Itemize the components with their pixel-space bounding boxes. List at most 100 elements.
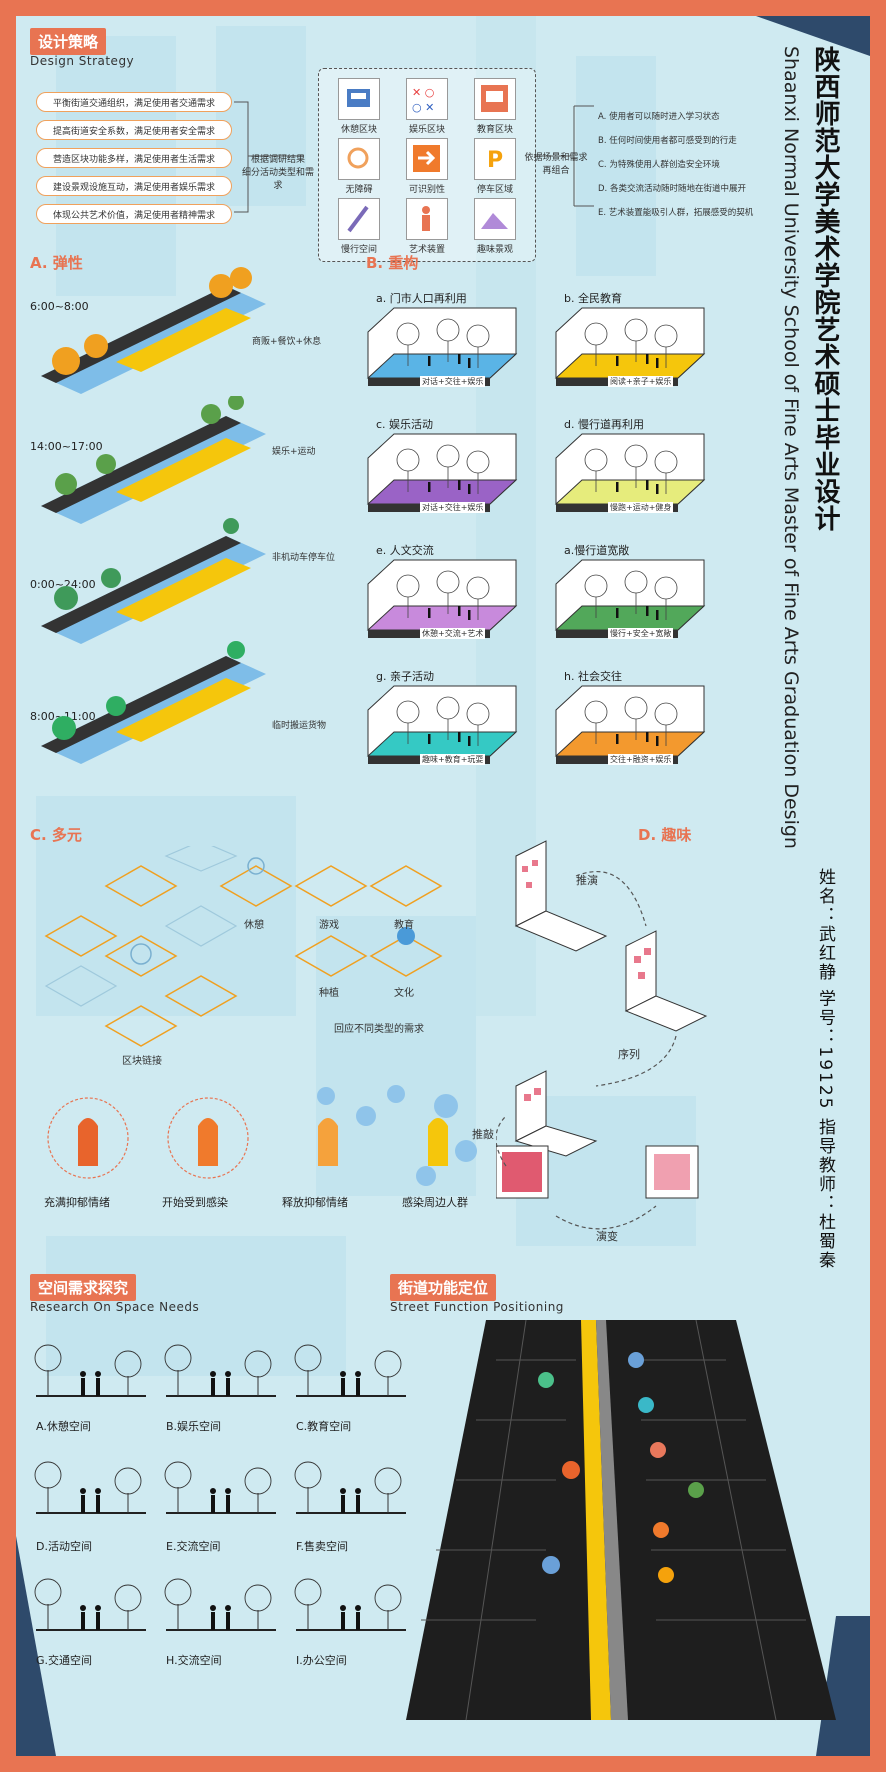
bg-block bbox=[476, 16, 536, 1016]
scene-caption: 趣味+教育+玩耍 bbox=[420, 754, 486, 765]
rest-icon bbox=[338, 78, 380, 120]
need-sketch bbox=[34, 1461, 146, 1514]
bg-block bbox=[36, 796, 296, 1016]
icon-label: 娱乐区块 bbox=[408, 125, 445, 135]
scene-title: b. 全民教育 bbox=[564, 292, 622, 305]
scene-box bbox=[554, 433, 706, 512]
bg-block bbox=[216, 26, 306, 206]
elastic-title: A. 弹性 bbox=[30, 254, 83, 272]
scene-box bbox=[554, 559, 706, 638]
accessibility-icon bbox=[338, 138, 380, 180]
strategy-bracket-right bbox=[534, 105, 594, 207]
poster-title-en: Shaanxi Normal University School of Fine… bbox=[780, 46, 802, 849]
strategy-mid-text: 细分活动类型和需求 bbox=[241, 168, 314, 191]
scene-box bbox=[366, 559, 518, 638]
needs-grid bbox=[34, 1344, 406, 1631]
need-sketch bbox=[164, 1344, 276, 1397]
scene-title: a.慢行道宽敞 bbox=[564, 544, 630, 557]
need-sketch bbox=[164, 1578, 276, 1631]
need-label: E.交流空间 bbox=[166, 1540, 221, 1553]
art-icon bbox=[406, 198, 448, 240]
walking-icon bbox=[338, 198, 380, 240]
fun-step: 推演 bbox=[576, 874, 598, 887]
need-label: B.娱乐空间 bbox=[166, 1420, 222, 1433]
strategy-header: 设计策略 bbox=[30, 28, 107, 55]
needs-header: 空间需求探究 bbox=[30, 1274, 137, 1301]
emotion-label: 开始受到感染 bbox=[162, 1196, 228, 1209]
svg-text:✕ ○: ✕ ○ bbox=[412, 86, 434, 99]
fun-title: D. 趣味 bbox=[638, 826, 692, 844]
strategy-mid-text: 根据调研结果 bbox=[250, 155, 305, 165]
emotion-label: 释放抑郁情绪 bbox=[282, 1196, 348, 1209]
svg-text:P: P bbox=[487, 148, 503, 173]
strategy-pill: 营造区块功能多样，满足使用者生活需求 bbox=[36, 148, 232, 168]
strategy-pill: 平衡街道交通组织，满足使用者交通需求 bbox=[36, 92, 232, 112]
scene-title: e. 人文交流 bbox=[376, 544, 434, 557]
street-map bbox=[406, 1320, 836, 1721]
scene-box bbox=[366, 433, 518, 512]
need-sketch bbox=[34, 1578, 146, 1631]
street-iso-2 bbox=[41, 396, 266, 524]
activity-label: 商贩+餐饮+休息 bbox=[252, 337, 322, 347]
scene-caption: 休憩+交流+艺术 bbox=[420, 628, 486, 639]
scene-box bbox=[366, 685, 518, 764]
time-label: 6:00~8:00 bbox=[30, 300, 89, 313]
icon-label: 可识别性 bbox=[408, 185, 445, 195]
student-id: 19125 bbox=[815, 1046, 835, 1111]
emotion-label: 充满抑郁情绪 bbox=[44, 1196, 110, 1209]
icon-label: 趣味景观 bbox=[476, 245, 513, 255]
need-label: C.教育空间 bbox=[296, 1420, 352, 1433]
arrow-right-icon bbox=[406, 138, 448, 180]
need-label: D.活动空间 bbox=[36, 1540, 92, 1553]
corner-decor bbox=[16, 16, 870, 1756]
student-name: 武红静 bbox=[815, 925, 835, 982]
scene-title: g. 亲子活动 bbox=[376, 670, 434, 683]
need-sketch bbox=[164, 1461, 276, 1514]
strategy-subtitle: Design Strategy bbox=[30, 54, 135, 68]
need-sketch bbox=[34, 1344, 146, 1397]
need-sketch bbox=[294, 1461, 406, 1514]
restructure-title: B. 重构 bbox=[366, 254, 419, 272]
time-label: 0:00~24:00 bbox=[30, 578, 96, 591]
scene-caption: 对话+交往+娱乐 bbox=[420, 502, 486, 513]
scene-title: c. 娱乐活动 bbox=[376, 418, 434, 431]
need-label: H.交流空间 bbox=[166, 1654, 222, 1667]
need-label: G.交通空间 bbox=[36, 1654, 93, 1667]
hex-label: 种植 bbox=[319, 988, 339, 999]
icon-label: 休憩区块 bbox=[340, 125, 377, 135]
fun-step: 序列 bbox=[618, 1048, 640, 1061]
need-label: F.售卖空间 bbox=[296, 1540, 349, 1553]
street-title: 街道功能定位 bbox=[390, 1274, 497, 1301]
scene-caption: 慢行+安全+宽敞 bbox=[608, 628, 674, 639]
svg-text:○ ✕: ○ ✕ bbox=[412, 101, 434, 114]
scene-title: h. 社会交往 bbox=[564, 670, 622, 683]
hex-label: 休憩 bbox=[244, 920, 264, 931]
parking-icon: P bbox=[474, 138, 516, 180]
scene-box bbox=[366, 307, 518, 386]
poster: 设计策略 Design Strategy 平衡街道交通组织，满足使用者交通需求 … bbox=[16, 16, 870, 1756]
scene-boxes bbox=[366, 307, 706, 764]
icon-label: 艺术装置 bbox=[408, 245, 445, 255]
street-iso-1 bbox=[41, 267, 266, 394]
scene-caption: 对话+交往+娱乐 bbox=[420, 376, 486, 387]
student-info: 姓名：武红静 学号：19125 指导教师：杜蜀秦 bbox=[804, 868, 846, 1270]
fun-diagram bbox=[496, 840, 708, 1230]
strategy-pill: 体现公共艺术价值，满足使用者精神需求 bbox=[36, 204, 232, 224]
strategy-list-item: A. 使用者可以随时进入学习状态 bbox=[598, 112, 720, 122]
needs-subtitle: Research On Space Needs bbox=[30, 1300, 200, 1314]
icon-label: 慢行空间 bbox=[340, 245, 377, 255]
diverse-title: C. 多元 bbox=[30, 826, 82, 844]
need-label: A.休憩空间 bbox=[36, 1420, 91, 1433]
fun-step: 演变 bbox=[596, 1230, 618, 1243]
scene-title: d. 慢行道再利用 bbox=[564, 418, 644, 431]
strategy-right-text: 依据场景和需求 bbox=[524, 153, 588, 163]
activity-label: 非机动车停车位 bbox=[272, 553, 336, 563]
scene-title: a. 门市人口再利用 bbox=[376, 292, 467, 305]
hex-label: 回应不同类型的需求 bbox=[334, 1024, 424, 1035]
advisor-name: 杜蜀秦 bbox=[815, 1212, 835, 1270]
need-label: I.办公空间 bbox=[296, 1654, 347, 1667]
emotion-diagram bbox=[47, 1085, 477, 1186]
strategy-list-item: E. 艺术装置能吸引人群，拓展感受的契机 bbox=[598, 208, 754, 218]
scene-caption: 慢跑+运动+健身 bbox=[608, 502, 674, 513]
scene-caption: 阅读+亲子+娱乐 bbox=[608, 376, 674, 387]
